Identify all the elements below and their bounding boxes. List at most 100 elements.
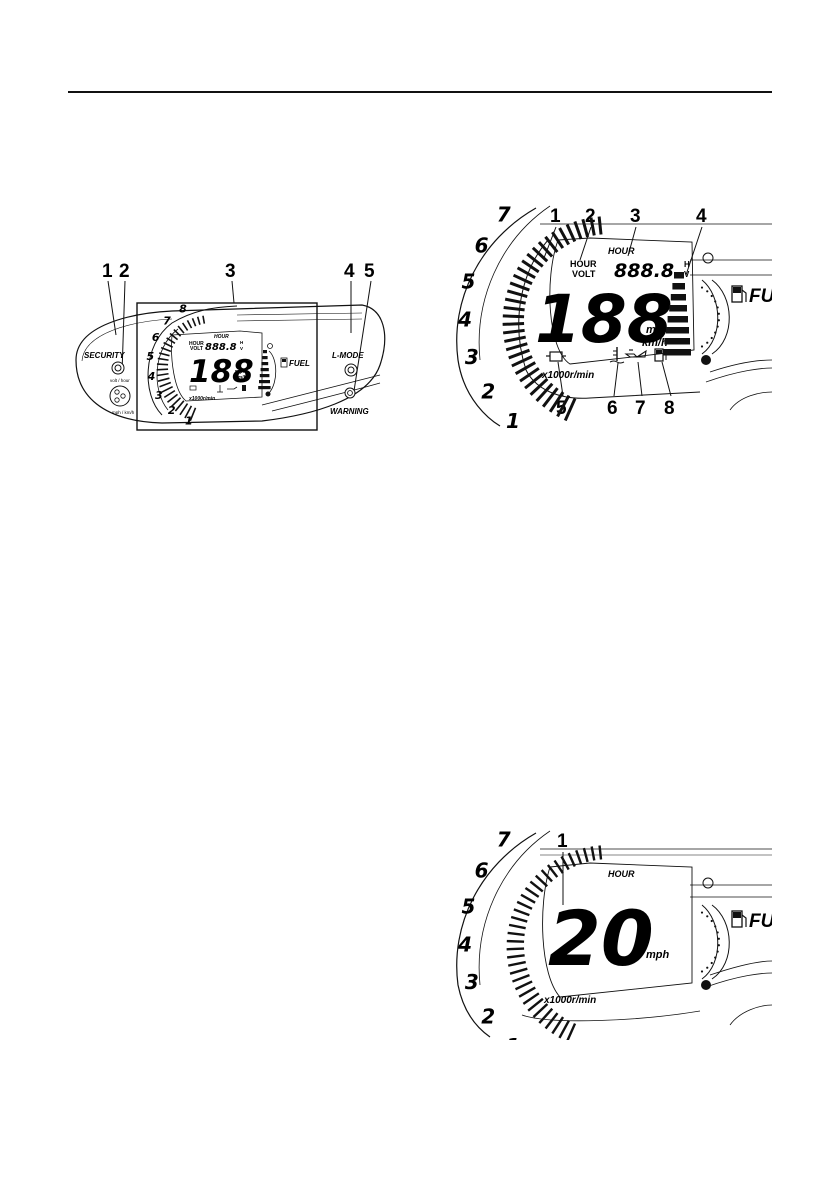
tach-number: 2 <box>481 380 495 404</box>
tach-tick <box>522 992 540 1005</box>
callout-7: 7 <box>635 398 646 419</box>
tach-tick <box>189 407 197 422</box>
tach-number: 6 <box>152 331 160 344</box>
tach-tick <box>556 394 571 418</box>
callout-4: 4 <box>344 261 355 282</box>
tach-tick <box>524 886 540 898</box>
tach-number: 1 <box>506 1034 520 1040</box>
security-button[interactable] <box>111 361 125 375</box>
tach-tick <box>510 915 528 923</box>
tach-tick <box>581 218 590 238</box>
tach-tick <box>518 986 536 998</box>
engine-warning-icon <box>546 351 566 362</box>
fuel-pump-icon <box>731 285 747 303</box>
tach-tick <box>524 372 544 390</box>
tach-tick <box>509 281 530 292</box>
fuel-dot <box>714 956 717 959</box>
tach-tick <box>508 960 526 967</box>
lcd-unit-mph: mph <box>235 369 246 375</box>
fuel-dot <box>706 966 709 969</box>
tach-number: 7 <box>497 202 511 226</box>
oil-pressure-icon <box>624 349 647 358</box>
tach-number: 6 <box>475 859 489 883</box>
callout-3: 3 <box>630 206 641 227</box>
fuel-bar <box>672 283 685 290</box>
tach-tick <box>558 227 570 246</box>
lcd-speed-digits: 20 <box>548 894 654 983</box>
tach-tick <box>170 397 182 408</box>
tach-tick <box>512 273 533 286</box>
tach-number: 8 <box>526 200 540 202</box>
tach-tick <box>512 974 530 983</box>
tach-ticks <box>506 845 603 1040</box>
lcd-unit-mph: mph <box>646 324 670 336</box>
tach-tick <box>516 900 533 910</box>
tach-number: 1 <box>185 414 193 427</box>
tach-tick <box>544 1012 559 1030</box>
tach-tick <box>174 400 185 412</box>
callout-3: 3 <box>225 261 236 282</box>
lmode-button[interactable] <box>344 363 358 377</box>
tach-tick <box>166 393 179 403</box>
lcd-unit-mph: mph <box>646 949 670 961</box>
tach-tick <box>514 980 533 991</box>
fuel-dot <box>700 911 704 914</box>
warning-button[interactable] <box>344 387 356 399</box>
fuel-pump-icon <box>280 357 288 368</box>
fuel-gauge-bars <box>662 272 691 356</box>
lcd-hour-top: HOUR <box>214 334 229 340</box>
fuel-gauge-bars <box>258 350 271 390</box>
tach-number: 8 <box>526 825 540 827</box>
tach-tick <box>506 289 528 299</box>
fuel-gauge-dots <box>700 286 720 348</box>
fuel-dot <box>716 325 719 328</box>
fuel-bar <box>670 294 686 301</box>
lcd-hour-top: HOUR <box>608 869 635 879</box>
tach-tick <box>173 328 182 337</box>
tach-number: 2 <box>168 404 176 417</box>
tach-tick <box>184 405 193 419</box>
lcd-rpm-label: x1000r/min <box>188 396 215 402</box>
lcd-small-digits: 888.8 <box>205 342 237 353</box>
fuel-bar <box>260 368 269 372</box>
tach-tick <box>516 266 536 280</box>
fuel-bar <box>259 380 270 384</box>
select-switch[interactable] <box>109 385 131 407</box>
tach-tick <box>590 846 596 861</box>
fuel-dot <box>716 950 719 953</box>
tach-tick <box>519 367 540 383</box>
callout-1: 1 <box>102 261 113 282</box>
tach-tick <box>160 346 172 353</box>
tach-tick <box>158 352 170 357</box>
fuel-dot <box>706 341 709 344</box>
tach-tick <box>582 847 589 863</box>
fuel-label: FUEL <box>289 359 310 368</box>
security-label: SECURITY <box>84 351 125 360</box>
fuel-dot <box>710 336 713 340</box>
tach-number: 3 <box>465 970 479 994</box>
tach-tick <box>566 1023 577 1040</box>
tach-tick <box>196 316 201 325</box>
tach-tick <box>507 931 525 937</box>
tach-tick <box>163 389 176 399</box>
coolant-temp-icon <box>609 347 625 364</box>
tach-tick <box>560 855 570 871</box>
tach-tick <box>505 342 528 352</box>
callout-5: 5 <box>364 261 375 282</box>
lcd-small-digits: 888.8 <box>614 260 674 282</box>
lcd-rpm-label: x1000r/min <box>541 370 594 381</box>
tach-tick <box>527 997 544 1012</box>
tach-number: 3 <box>155 389 163 402</box>
tach-tick <box>540 869 553 883</box>
callout-2: 2 <box>585 206 596 227</box>
fuel-label: FU <box>749 911 772 932</box>
callout-1: 1 <box>550 206 561 227</box>
callout-1: 1 <box>557 831 568 852</box>
fuel-dot <box>706 290 709 293</box>
coolant-temp-icon <box>217 385 223 393</box>
fuel-dot <box>700 286 704 289</box>
tach-number: 5 <box>462 269 476 293</box>
tach-tick <box>514 361 536 375</box>
tach-tick <box>575 849 583 865</box>
